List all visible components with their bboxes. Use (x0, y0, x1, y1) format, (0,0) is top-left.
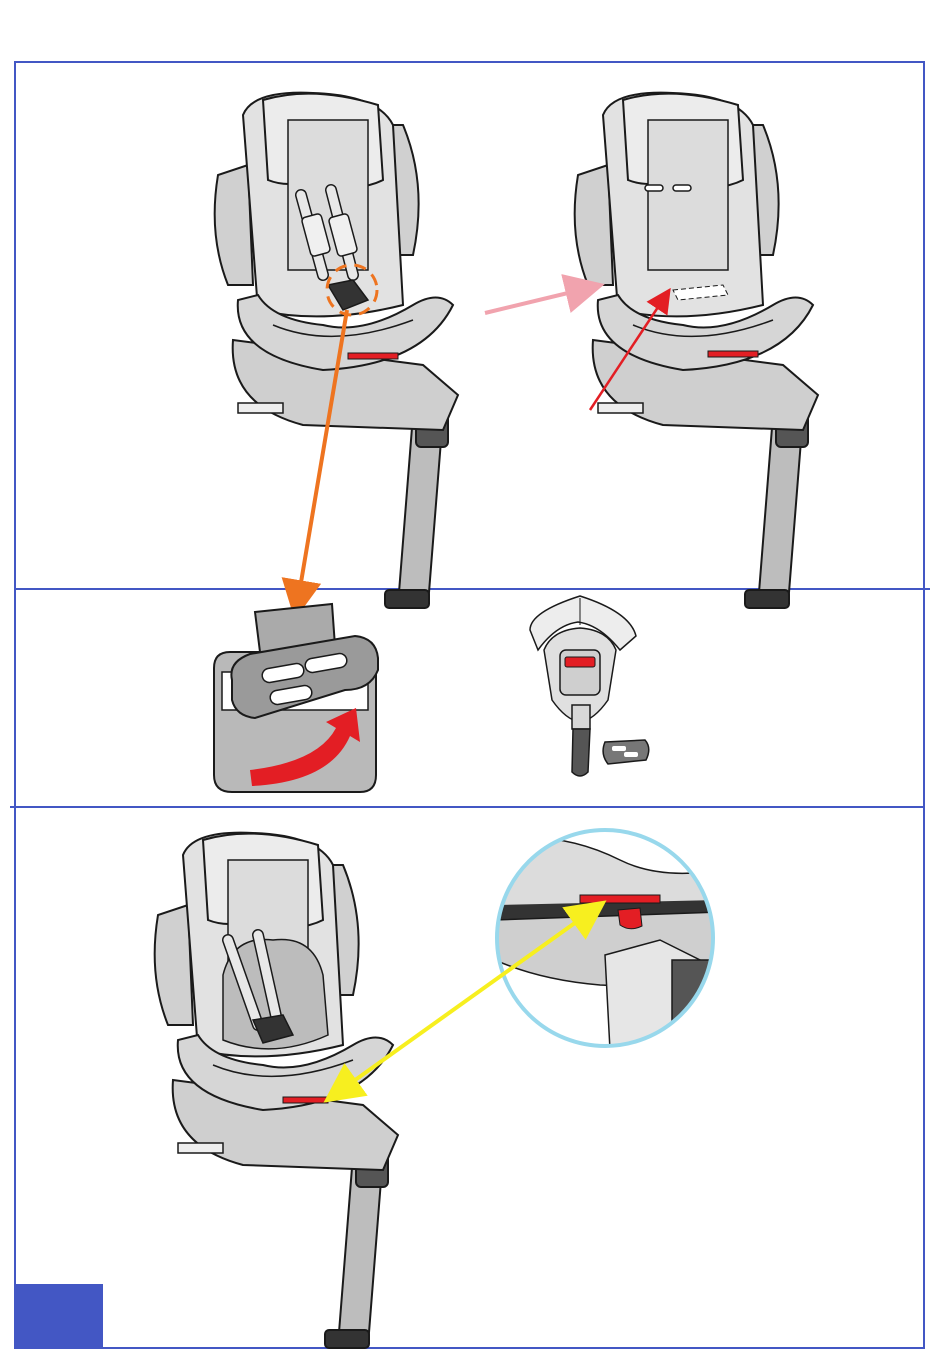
corner-tab (15, 1284, 103, 1348)
buckle-and-plate (530, 596, 649, 776)
page-frame (15, 62, 924, 1348)
seat-harness-removed (575, 93, 818, 608)
seat-with-harness (215, 93, 458, 608)
seat-harness-fastened (155, 833, 398, 1348)
red-indicator-zoom (490, 825, 720, 1055)
crotch-buckle-plate-removal (214, 604, 378, 792)
pink-arrow-icon (485, 286, 597, 313)
